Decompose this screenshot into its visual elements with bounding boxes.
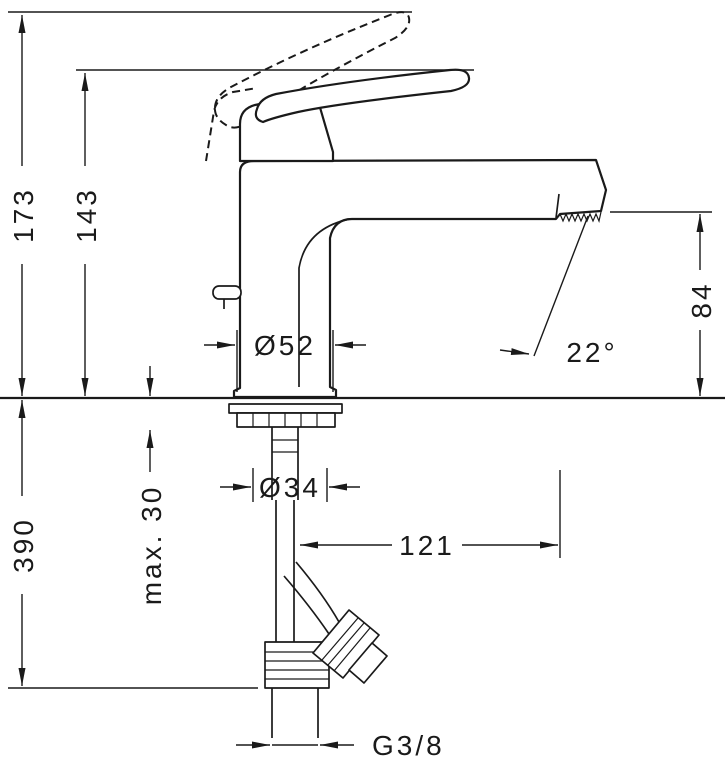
connection-pipe: [271, 688, 319, 738]
dim-label-total-height: 173: [8, 187, 39, 243]
hose-connector-collar-right: [348, 642, 388, 684]
mounting-nut-flats: [252, 413, 318, 427]
hose-angled: [283, 561, 340, 635]
dim-label-hose-length: 390: [8, 517, 39, 573]
dim-label-spout-reach: 121: [399, 530, 455, 561]
dim-spout-height: 84: [610, 211, 717, 396]
dim-connection-thread: G3/8: [236, 730, 445, 761]
dim-spout-reach: 121: [300, 470, 561, 561]
dim-label-spout-height: 84: [686, 281, 717, 318]
dim-spout-angle: 22°: [499, 215, 617, 368]
aerator-teeth: [559, 211, 602, 223]
dim-label-shank-diameter: Ø34: [259, 472, 321, 503]
faucet-body: [212, 68, 608, 399]
dim-shank-diameter: Ø34: [220, 468, 360, 503]
dim-max-deck-thickness: max. 30: [136, 366, 167, 605]
dim-lever-height: 143: [71, 69, 474, 396]
lever-handle: [254, 68, 471, 124]
dim-total-height: 173: [8, 11, 412, 396]
dim-label-base-diameter: Ø52: [254, 330, 316, 361]
dim-label-max-deck-thickness: max. 30: [136, 485, 167, 606]
supply-hoses: [264, 500, 388, 738]
mounting-washer: [228, 403, 343, 414]
dim-label-spout-angle: 22°: [566, 337, 617, 368]
dim-label-connection-thread: G3/8: [372, 730, 445, 761]
lever-raised-dashed: [205, 11, 411, 162]
threaded-shank: [271, 427, 299, 500]
hose-straight: [275, 500, 295, 642]
body-outline: [232, 158, 608, 399]
hose-connector-right-hatch: [321, 617, 371, 672]
dim-label-lever-height: 143: [71, 187, 102, 243]
aerator-separation-line: [555, 193, 560, 219]
dim-base-diameter: Ø52: [204, 330, 366, 392]
dim-hose-length: 390: [8, 400, 258, 689]
angle-reference-line: [533, 215, 589, 357]
mounting-hardware: [228, 403, 343, 500]
popup-rod-knob: [212, 285, 242, 300]
mounting-nut: [236, 412, 336, 428]
waterway-inner-line: [298, 218, 351, 387]
